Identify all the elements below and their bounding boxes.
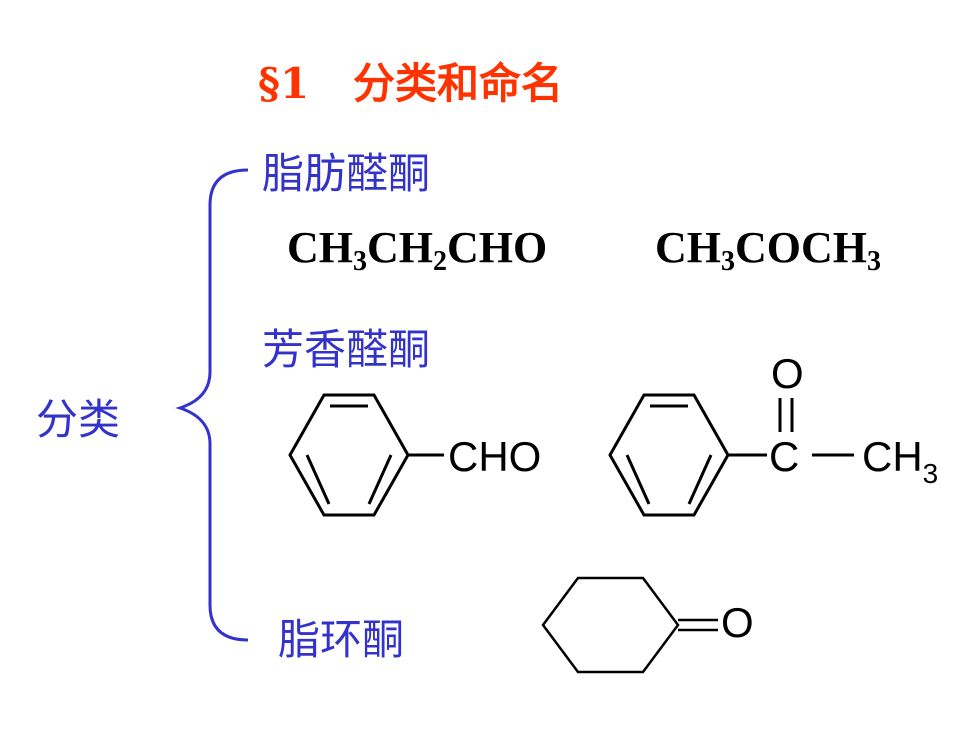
formula-acetone-part: COCH (735, 223, 867, 272)
classification-brace (175, 168, 249, 642)
page-title: §1 分类和命名 (258, 59, 564, 108)
carbonyl-carbon-label: C (769, 433, 799, 480)
branch-label-aromatic: 芳香醛酮 (262, 325, 431, 374)
formula-acetone-part: CH (655, 223, 721, 272)
aldehyde-group-label: CHO (448, 433, 541, 480)
benzaldehyde-structure (288, 393, 444, 517)
formula-propanal: CH3CH2CHO (287, 222, 547, 278)
branch-label-alicyclic: 脂环酮 (278, 615, 405, 664)
formula-acetone-sub: 3 (721, 246, 735, 277)
formula-propanal-sub: 3 (353, 246, 367, 277)
methyl-label-subscript: 3 (923, 458, 939, 489)
benzene-ring (608, 393, 730, 517)
formula-acetone: CH3COCH3 (655, 222, 881, 278)
branch-label-aliphatic: 脂肪醛酮 (262, 149, 431, 198)
methyl-group-label: CH3 (862, 433, 938, 489)
methyl-label-main: CH (862, 433, 923, 480)
acetophenone-structure (608, 393, 854, 517)
formula-acetone-sub: 3 (867, 246, 881, 277)
cyclohexanone-structure (541, 576, 718, 674)
ring-double-bond (625, 454, 651, 505)
benzene-ring (288, 393, 410, 517)
ring-double-bond (687, 454, 713, 505)
formula-propanal-sub: 2 (433, 246, 447, 277)
ring-double-bond (305, 454, 331, 505)
formula-propanal-part: CH (367, 223, 433, 272)
formula-propanal-part: CHO (447, 223, 548, 272)
ketone-oxygen-label: O (721, 599, 754, 646)
carbonyl-oxygen-label: O (771, 350, 804, 397)
ring-double-bond (367, 454, 393, 505)
classification-root-label: 分类 (36, 395, 121, 444)
cyclohexane-ring (541, 576, 680, 674)
formula-propanal-part: CH (287, 223, 353, 272)
